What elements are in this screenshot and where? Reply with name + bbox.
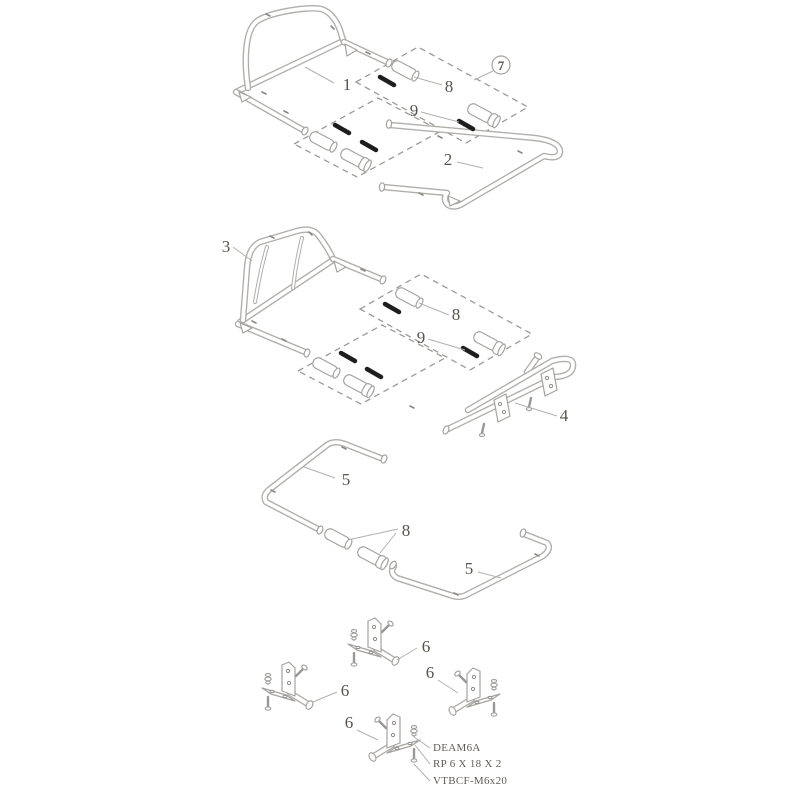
part-label-4: 4 xyxy=(560,406,569,425)
assembly-handles: 5 8 5 xyxy=(261,439,553,600)
part-label-6-b: 6 xyxy=(341,681,350,700)
part-6-mounting-bracket xyxy=(448,668,500,716)
part-2-side-rail xyxy=(378,119,564,210)
part-9-screw xyxy=(332,122,352,136)
part-6-mounting-bracket xyxy=(348,618,400,666)
part-label-9-middle: 9 xyxy=(417,328,426,347)
leader-line xyxy=(413,736,431,749)
hardware-label-bolt: VTBCF-M6x20 xyxy=(433,775,507,787)
assembly-brackets: 6 6 6 6 DEAM6A RP 6 X 18 X 2 VTBCF-M6x20 xyxy=(262,618,507,787)
part-7-template-plate-middle xyxy=(296,273,534,405)
part-6-mounting-bracket xyxy=(262,662,314,710)
part-5-handle-bar-right xyxy=(388,528,553,600)
part-balloon-7: 7 xyxy=(473,55,511,81)
part-label-6-c: 6 xyxy=(426,663,435,682)
leader-line xyxy=(396,647,418,661)
leader-line xyxy=(351,528,399,540)
leader-line xyxy=(420,111,460,123)
part-4-side-rail xyxy=(409,352,577,438)
leader-line xyxy=(356,729,379,741)
hardware-label-nut: DEAM6A xyxy=(433,742,481,754)
part-1-rack-frame xyxy=(232,5,393,136)
assembly-middle: 3 8 9 4 xyxy=(222,226,577,438)
leader-line xyxy=(413,76,443,86)
part-label-3: 3 xyxy=(222,237,231,256)
part-9-screw xyxy=(364,366,384,380)
leader-line xyxy=(379,532,397,554)
leader-line xyxy=(456,161,484,169)
part-9-screw xyxy=(382,301,402,315)
leader-line xyxy=(232,246,253,262)
leader-line xyxy=(514,402,558,417)
part-label-8-top: 8 xyxy=(445,77,454,96)
leader-line xyxy=(413,763,431,782)
part-8-spacer xyxy=(307,129,339,154)
part-label-1: 1 xyxy=(343,75,352,94)
part-label-7: 7 xyxy=(498,58,505,73)
leader-line xyxy=(437,679,459,694)
part-9-screw xyxy=(377,74,397,88)
hardware-label-washer: RP 6 X 18 X 2 xyxy=(433,758,502,770)
part-label-6-d: 6 xyxy=(345,713,354,732)
leader-line xyxy=(418,302,450,316)
leader-line xyxy=(303,466,336,479)
part-label-9-top: 9 xyxy=(410,101,419,120)
part-9-screw xyxy=(456,118,476,132)
leader-line xyxy=(414,744,431,765)
leader-line xyxy=(427,338,466,351)
part-9-screw xyxy=(359,139,379,153)
leader-line xyxy=(304,66,335,84)
part-5-handle-bar-left xyxy=(261,439,388,535)
leader-line xyxy=(312,691,338,703)
part-label-2: 2 xyxy=(444,150,453,169)
part-8-spacer xyxy=(393,285,425,310)
leader-line xyxy=(477,571,502,579)
part-3-rack-frame xyxy=(234,226,387,358)
part-label-8-bottom: 8 xyxy=(402,521,411,540)
part-label-5-right: 5 xyxy=(465,559,474,578)
part-9-screw xyxy=(338,350,358,364)
part-label-5-left: 5 xyxy=(342,470,351,489)
assembly-top: 1 8 9 2 7 xyxy=(232,5,564,210)
part-label-6-a: 6 xyxy=(422,637,431,656)
part-label-8-middle: 8 xyxy=(452,305,461,324)
part-7-template-plate xyxy=(292,46,530,178)
part-8-spacer xyxy=(389,58,421,83)
part-9-screw xyxy=(460,345,480,359)
part-8-spacer xyxy=(310,355,342,380)
part-8-spacer xyxy=(322,526,354,551)
